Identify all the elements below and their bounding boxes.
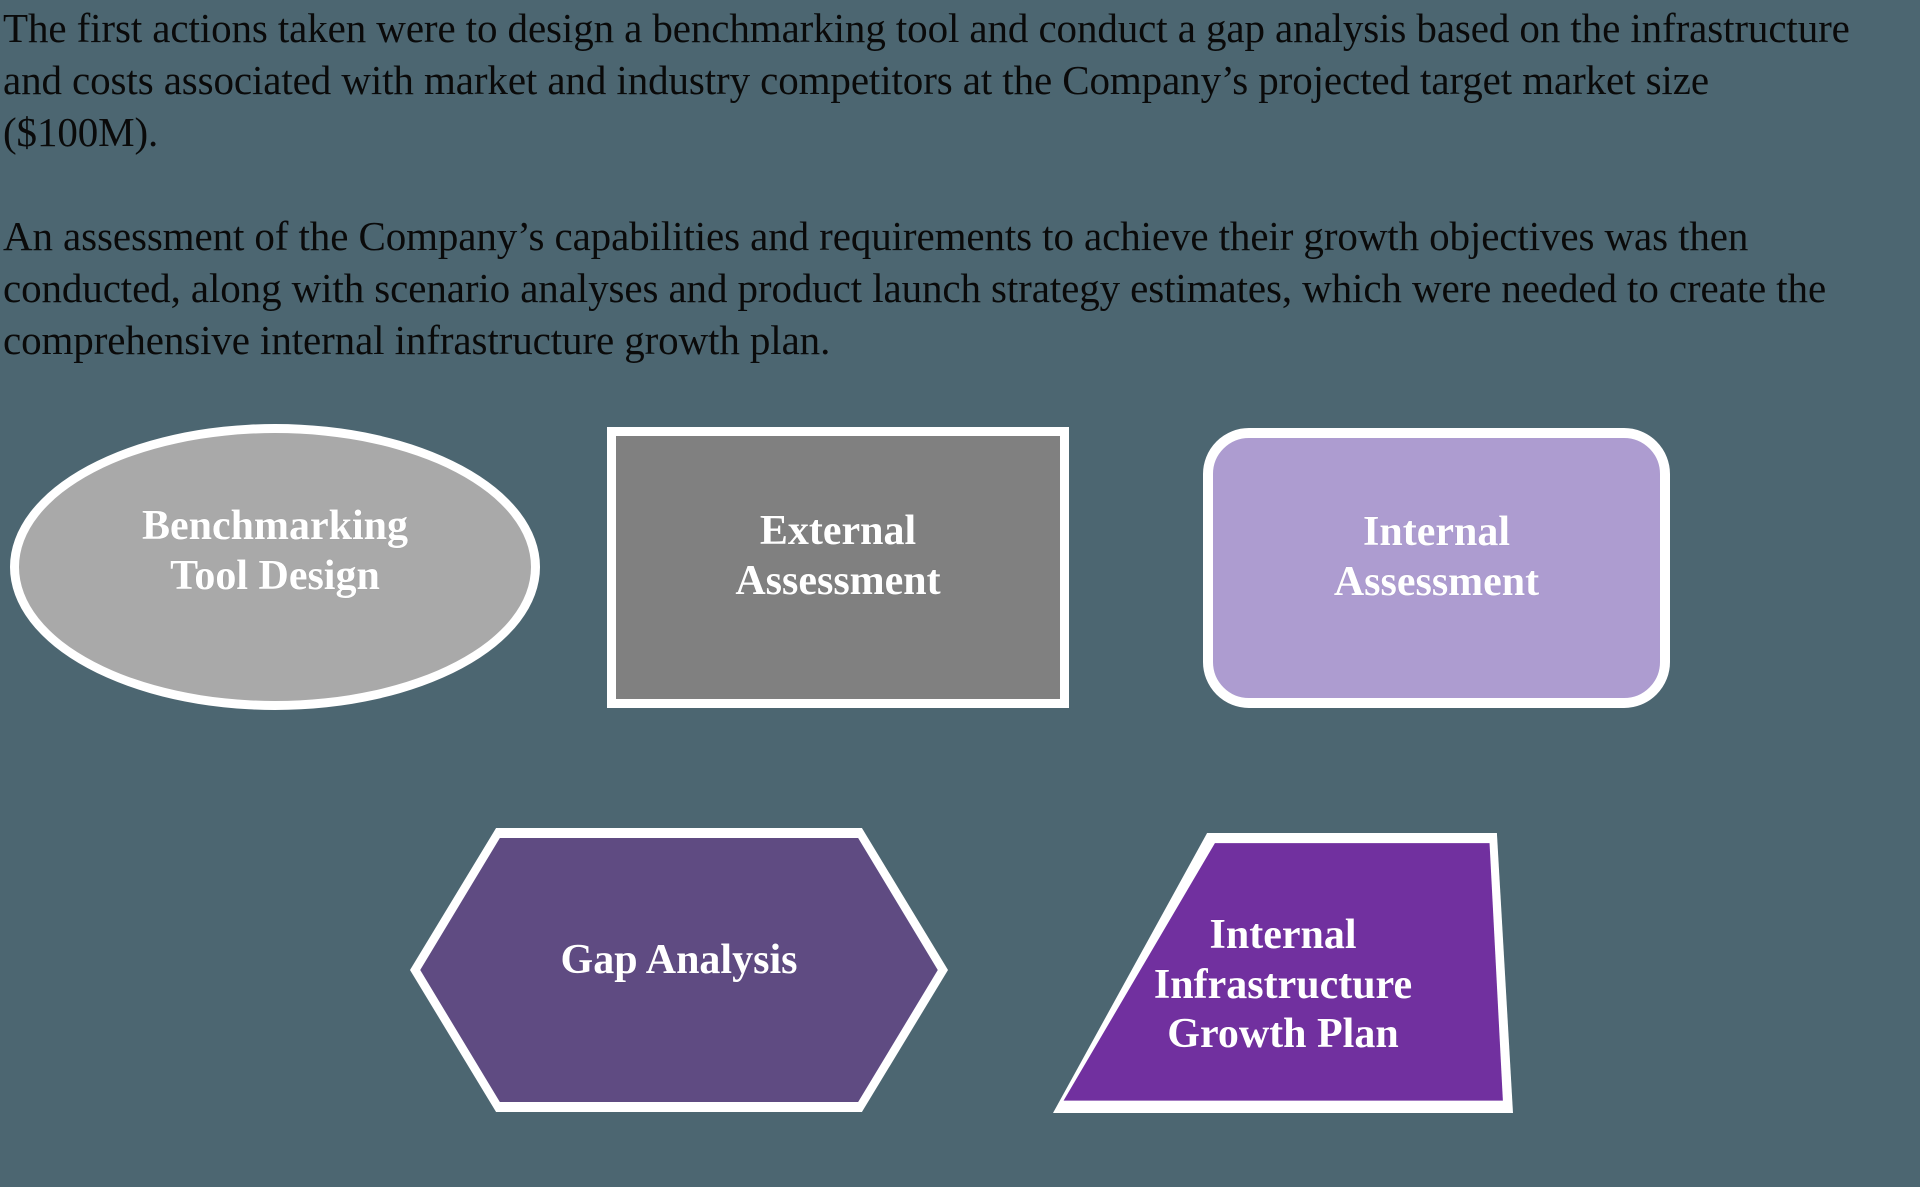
rounded-rectangle-shape (1203, 428, 1670, 708)
paragraph-2: An assessment of the Company’s capabilit… (3, 213, 1837, 363)
paragraph-1: The first actions taken were to design a… (3, 5, 1860, 155)
shape-internal-assessment[interactable]: Internal Assessment (1203, 428, 1670, 708)
prose-block: The first actions taken were to design a… (0, 0, 1873, 366)
paragraph-spacer (3, 158, 1873, 210)
shape-gap-analysis[interactable]: Gap Analysis (410, 828, 948, 1112)
shape-label-gap-analysis: Gap Analysis (560, 937, 798, 983)
hexagon-shape (420, 837, 938, 1103)
shape-label-benchmarking-tool-design: Benchmarking Tool Design (141, 503, 409, 599)
shape-label-internal-assessment: Internal Assessment (1333, 509, 1540, 605)
shape-internal-infrastructure-growth-plan[interactable]: Internal Infrastructure Growth Plan (1053, 833, 1513, 1113)
shape-label-internal-infrastructure-growth-plan: Internal Infrastructure Growth Plan (1153, 912, 1413, 1058)
shape-benchmarking-tool-design[interactable]: Benchmarking Tool Design (10, 424, 540, 710)
rectangle-shape (607, 427, 1069, 708)
ellipse-shape (10, 424, 540, 710)
shape-external-assessment[interactable]: External Assessment (607, 427, 1069, 708)
shape-label-external-assessment: External Assessment (735, 508, 941, 604)
